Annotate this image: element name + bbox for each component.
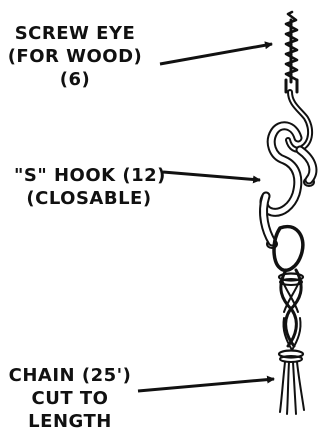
screw-eye-arrow	[159, 41, 273, 66]
chain-label-line-3: LENGTH	[28, 411, 112, 432]
screw-eye-illustration	[284, 10, 314, 153]
s-hook-label-line-2: (CLOSABLE)	[26, 188, 152, 209]
chain-arrow	[137, 375, 275, 393]
s-hook-arrow	[162, 170, 261, 184]
s-hook-label-line-1: "S" HOOK (12)	[14, 165, 166, 186]
chain-illustration	[272, 224, 305, 415]
s-hook-label: "S" HOOK (12) (CLOSABLE)	[14, 164, 166, 210]
screw-eye-label: SCREW EYE (FOR WOOD) (6)	[0, 22, 150, 91]
screw-eye-label-line-3: (6)	[59, 69, 91, 90]
chain-label-line-2: CUT TO	[31, 388, 109, 409]
screw-eye-label-line-2: (FOR WOOD)	[7, 46, 143, 67]
chain-label-line-1: CHAIN (25')	[8, 365, 132, 386]
screw-eye-label-line-1: SCREW EYE	[14, 23, 136, 44]
s-hook-illustration	[259, 121, 318, 249]
chain-label: CHAIN (25') CUT TO LENGTH	[0, 364, 140, 433]
